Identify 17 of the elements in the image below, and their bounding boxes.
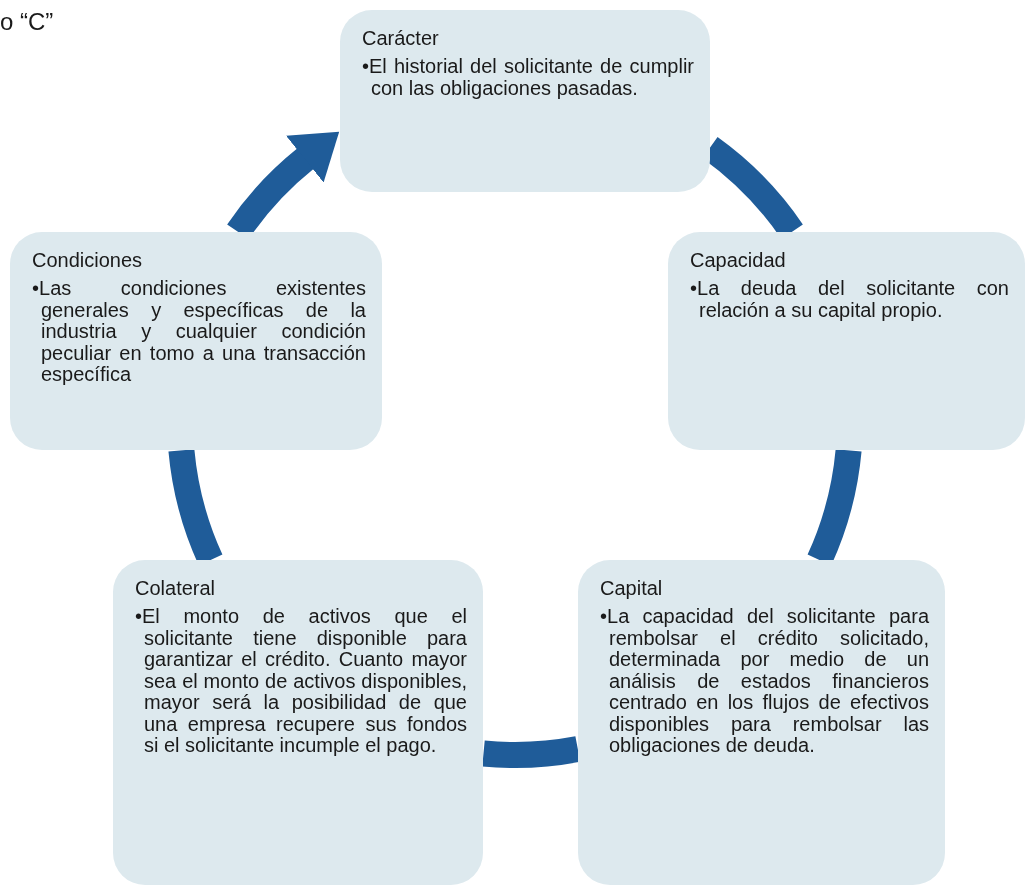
box-heading: Colateral	[135, 576, 217, 600]
bullet-text: •La capacidad del solicitante para rembolsar el crédito solicitado, determinada por medio de un análisis de estados financieros centrado en los flujos de efectivos disponibles para rembolsar las obligaciones de deuda.	[600, 606, 929, 757]
rounded-box	[578, 560, 945, 885]
bullet-text: •Las condiciones existentes generales y específicas de la industria y cualquier condición peculiar en tomo a una transacción específica	[32, 278, 366, 386]
ring-segment	[482, 736, 580, 768]
box-heading: Capacidad	[690, 248, 787, 272]
rounded-box	[668, 232, 1025, 450]
box-heading: Capital	[600, 576, 664, 600]
bullet-text: •La deuda del solicitante con relación a su capital propio.	[690, 278, 1009, 321]
rounded-box	[340, 10, 710, 192]
title-fragment: o “C”	[0, 8, 54, 36]
rounded-box	[10, 232, 382, 450]
bullet-text: •El historial del solicitante de cumplir con las obligaciones pasadas.	[362, 56, 694, 99]
box-heading: Condiciones	[32, 248, 144, 272]
bullet-text: •El monto de activos que el solicitante tiene disponible para garantizar el crédito. Cuanto mayor sea el monto de activos disponibles, mayor será la posibilidad de que una empresa recupere sus fondos si el solicitante incumple el pago.	[135, 606, 467, 757]
box-heading: Carácter	[362, 26, 440, 50]
rounded-box	[113, 560, 483, 885]
